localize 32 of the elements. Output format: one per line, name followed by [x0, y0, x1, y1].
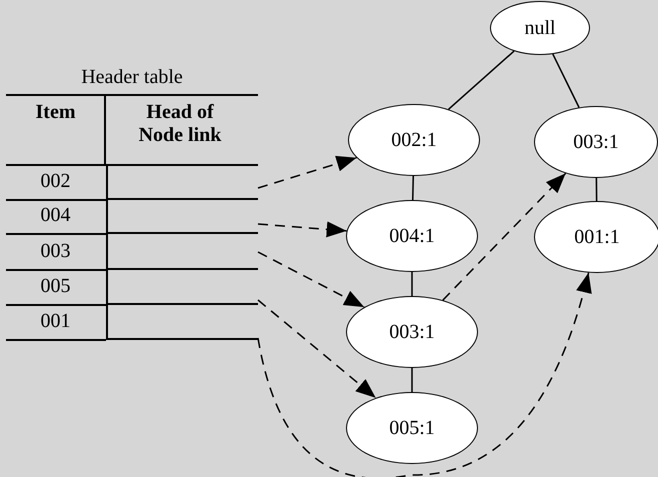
- dashed-arrow: [258, 156, 357, 189]
- dashed-arrow: [442, 172, 566, 301]
- item-label: 002: [40, 170, 70, 192]
- tree-edge-line: [411, 368, 413, 392]
- tree-edge-line: [411, 272, 413, 296]
- tree-edge-line: [412, 176, 414, 200]
- node-link-cell: [106, 270, 258, 305]
- table-title: Header table: [81, 66, 183, 88]
- node-link-cell: [106, 305, 258, 340]
- item-label: 005: [40, 275, 70, 297]
- dashed-arrow: [257, 272, 592, 477]
- tree-edge-line: [448, 50, 515, 110]
- item-label: 004: [40, 204, 70, 226]
- item-label: 003: [40, 240, 70, 262]
- item-label: 001: [40, 310, 70, 332]
- node-link-cell: [106, 165, 258, 200]
- tree-edge-line: [552, 54, 580, 108]
- tree-edge-line: [596, 178, 598, 201]
- node-link-cell: [106, 200, 258, 234]
- dashed-arrow: [258, 251, 365, 308]
- column-header: Head of Node link: [138, 101, 222, 146]
- node-link-cell: [106, 234, 258, 270]
- dashed-arrow: [258, 221, 347, 238]
- dashed-arrow: [258, 299, 376, 398]
- tree-node-ellipse: 003:1: [534, 106, 658, 178]
- tree-node-ellipse: null: [490, 1, 590, 55]
- tree-node-ellipse: 002:1: [348, 104, 480, 176]
- tree-node-ellipse: 001:1: [534, 201, 658, 273]
- tree-node-ellipse: 003:1: [346, 296, 478, 368]
- tree-node-ellipse: 005:1: [346, 392, 478, 464]
- tree-node-ellipse: 004:1: [346, 200, 478, 272]
- column-header: Item: [36, 101, 76, 123]
